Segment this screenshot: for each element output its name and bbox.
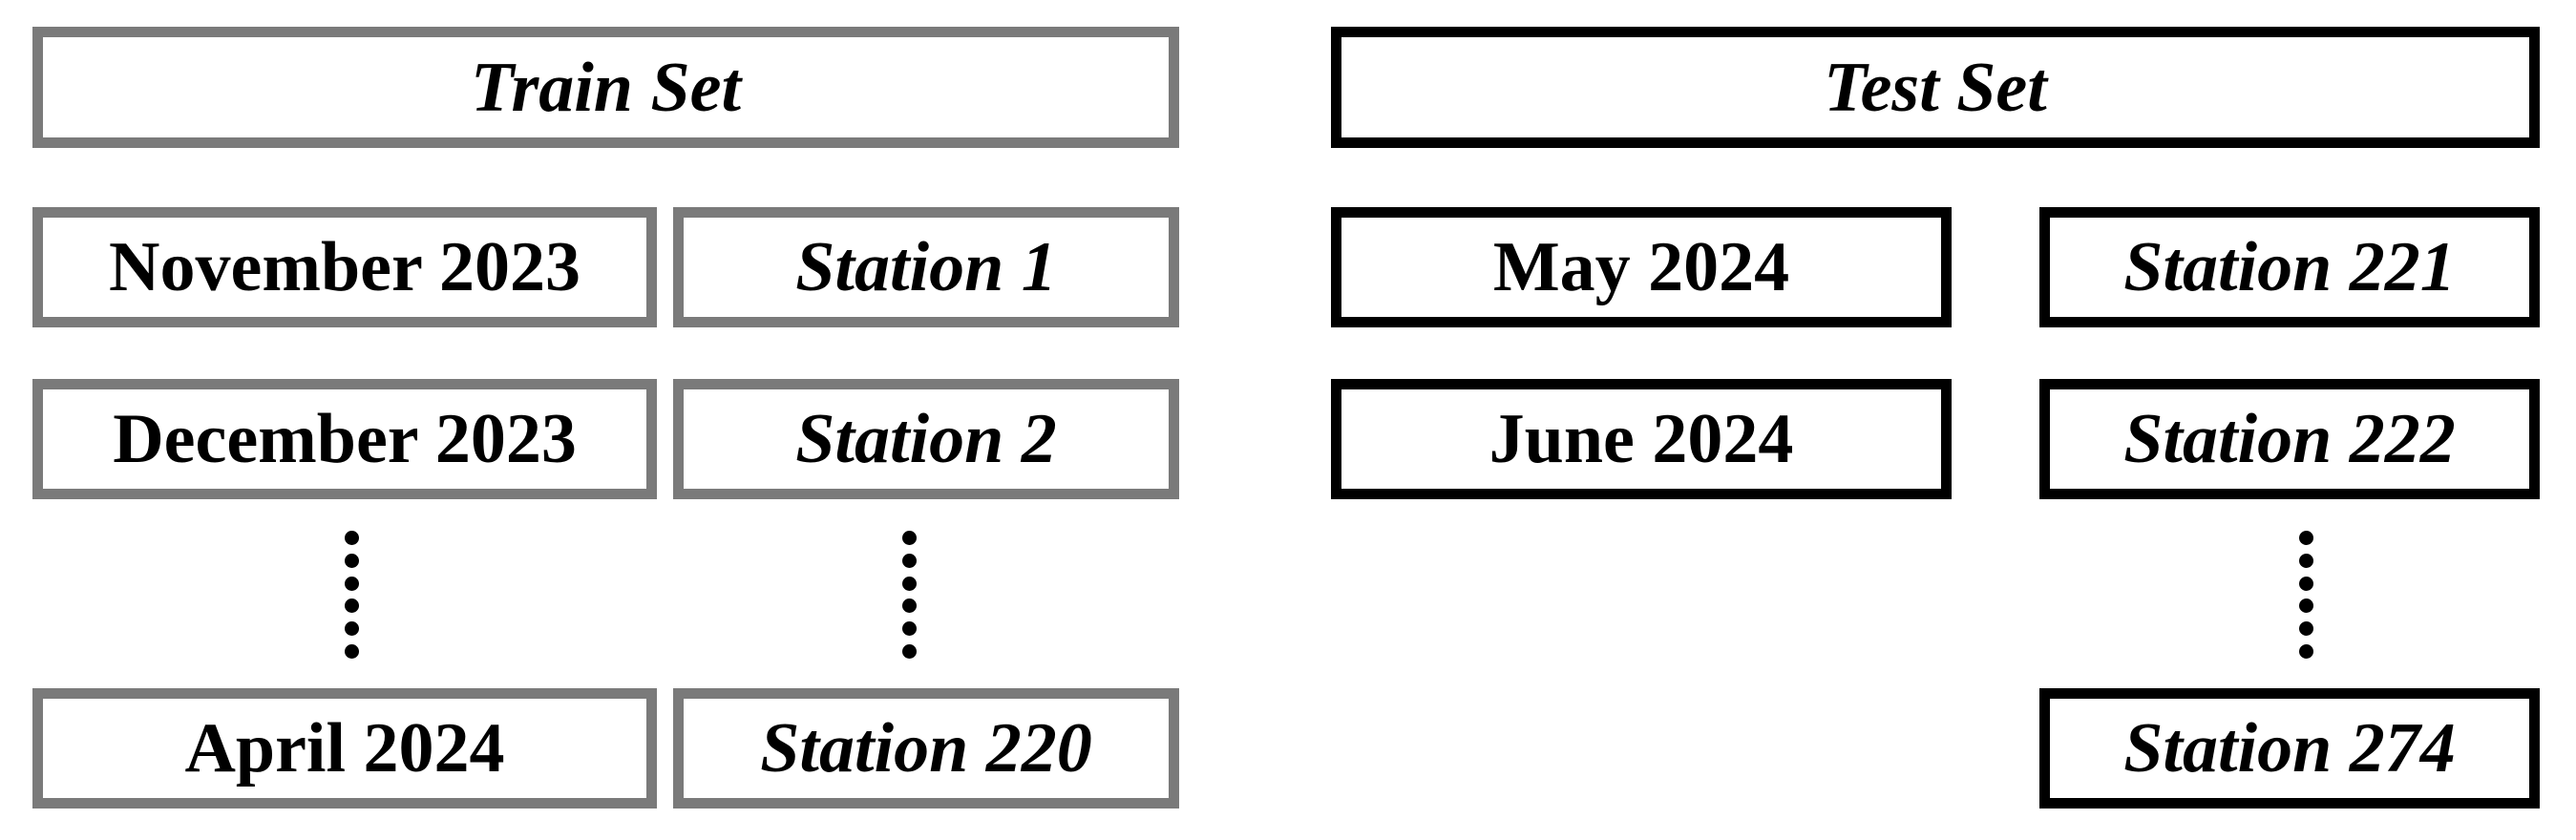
test-set-header: Test Set <box>1331 27 2540 148</box>
train-station-box: Station 220 <box>673 688 1179 808</box>
train-set-header: Train Set <box>32 27 1179 148</box>
train-station-box: Station 2 <box>673 379 1179 499</box>
train-month-box: April 2024 <box>32 688 657 808</box>
vertical-ellipsis-icon <box>2298 531 2313 659</box>
test-station-box: Station 222 <box>2039 379 2540 499</box>
test-month-box: June 2024 <box>1331 379 1952 499</box>
test-month-box: May 2024 <box>1331 207 1952 327</box>
vertical-ellipsis-icon <box>344 531 359 659</box>
train-month-box: November 2023 <box>32 207 657 327</box>
train-month-box: December 2023 <box>32 379 657 499</box>
vertical-ellipsis-icon <box>901 531 917 659</box>
test-station-box: Station 221 <box>2039 207 2540 327</box>
test-station-box: Station 274 <box>2039 688 2540 808</box>
train-station-box: Station 1 <box>673 207 1179 327</box>
